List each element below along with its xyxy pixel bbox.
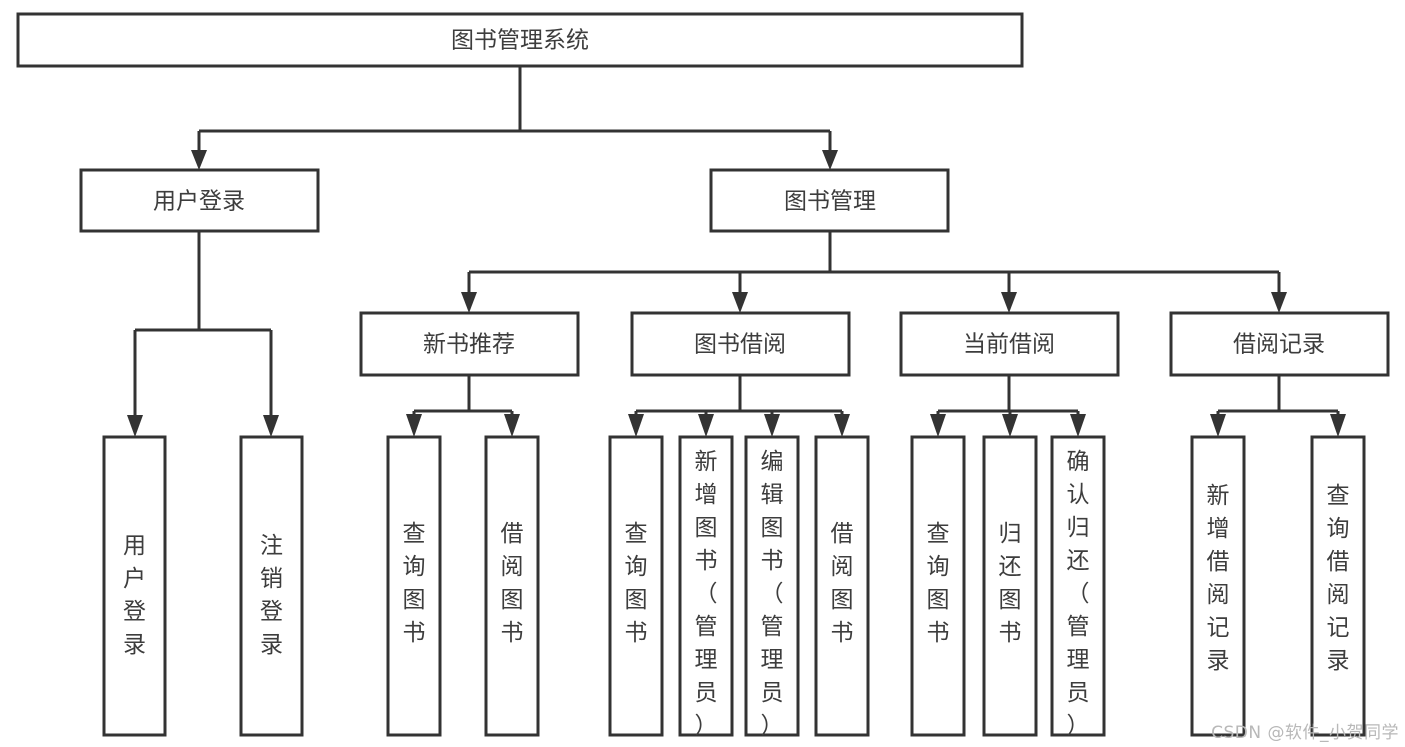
arrow-head-leaf-logout [263,415,279,437]
node-book-borrow-box[interactable] [630,311,851,377]
node-borrow-record[interactable]: 借阅记录 [1169,311,1390,377]
leaf-node-label: 新增借阅记录 [1207,483,1230,674]
node-book-management-label: 图书管理 [784,189,876,215]
leaf-node-box[interactable] [102,435,167,737]
arrow-head-bb-leaf-2 [698,414,714,437]
leaf-node-label: 注销登录 [260,533,283,658]
arrow-head-bb-leaf-4 [834,414,850,437]
connector-group [127,66,1346,437]
node-root-box[interactable] [16,12,1024,68]
leaf-node[interactable]: 查询图书 [910,435,966,737]
leaf-node[interactable]: 归还图书 [982,435,1038,737]
arrow-head-bb-leaf-1 [628,414,644,437]
node-book-borrow[interactable]: 图书借阅 [630,311,851,377]
leaf-node-box[interactable] [484,435,540,737]
node-current-borrow-label: 当前借阅 [963,332,1055,358]
leaf-node-label: 编辑图书（管理员） [761,449,784,739]
arrow-head-nbr-leaf-2 [504,414,520,437]
leaf-node[interactable]: 用户登录 [102,435,167,737]
leaf-node-box[interactable] [982,435,1038,737]
leaf-node[interactable]: 查询图书 [608,435,664,737]
leaf-node[interactable]: 借阅图书 [814,435,870,737]
leaf-node-label: 借阅图书 [831,521,854,646]
node-user-login-label: 用户登录 [153,189,245,215]
leaf-node-label: 新增图书（管理员） [695,449,718,739]
leaf-node-label: 归还图书 [999,521,1022,646]
leaf-node-box[interactable] [814,435,870,737]
arrow-head-br-leaf-2 [1330,414,1346,437]
arrow-head-cb-leaf-3 [1070,414,1086,437]
leaf-node-label: 查询图书 [927,521,950,646]
node-root-label: 图书管理系统 [451,28,589,54]
arrow-head-bb-leaf-3 [764,414,780,437]
node-book-management[interactable]: 图书管理 [709,168,950,233]
node-borrow-record-box[interactable] [1169,311,1390,377]
node-new-book-recommend-box[interactable] [359,311,580,377]
leaf-node[interactable]: 借阅图书 [484,435,540,737]
leaf-node[interactable]: 查询借阅记录 [1310,435,1366,737]
leaf-node-box[interactable] [1190,435,1246,737]
arrow-head-cb-leaf-1 [930,414,946,437]
leaf-node-box[interactable] [608,435,664,737]
node-current-borrow[interactable]: 当前借阅 [899,311,1120,377]
node-new-book-recommend-label: 新书推荐 [423,332,515,358]
leaf-node[interactable]: 新增借阅记录 [1190,435,1246,737]
leaf-node[interactable]: 新增图书（管理员） [678,435,734,739]
node-book-borrow-label: 图书借阅 [694,332,786,358]
leaf-node-box[interactable] [1050,435,1106,737]
node-user-login-box[interactable] [79,168,320,233]
leaf-node-label: 查询借阅记录 [1327,483,1350,674]
leaf-node-label: 用户登录 [123,533,146,658]
arrow-head-user-login [191,150,207,170]
leaf-node-box[interactable] [239,435,304,737]
leaf-node-label: 确认归还（管理员） [1067,449,1090,739]
leaf-node[interactable]: 编辑图书（管理员） [744,435,800,739]
leaf-node-box[interactable] [386,435,442,737]
arrow-head-leaf-user-login [127,415,143,437]
node-user-login[interactable]: 用户登录 [79,168,320,233]
leaf-node[interactable]: 查询图书 [386,435,442,737]
leaf-node-layer: 用户登录 注销登录 查询图书 借阅图书 查询图书 新增图书（管理员） 编辑图书（管理员） 借阅… [102,435,1366,739]
arrow-head-cb-leaf-2 [1002,414,1018,437]
leaf-node-label: 查询图书 [403,521,426,646]
leaf-node-box[interactable] [1310,435,1366,737]
node-root[interactable]: 图书管理系统 [16,12,1024,68]
leaf-node-box[interactable] [910,435,966,737]
leaf-node[interactable]: 确认归还（管理员） [1050,435,1106,739]
arrow-head-br-leaf-1 [1210,414,1226,437]
arrow-head-current-borrow [1001,292,1017,313]
node-current-borrow-box[interactable] [899,311,1120,377]
leaf-node-box[interactable] [678,435,734,737]
arrow-head-book-mgmt [822,150,838,170]
leaf-node-box[interactable] [744,435,800,737]
arrow-head-nbr-leaf-1 [406,414,422,437]
leaf-node-label: 查询图书 [625,521,648,646]
leaf-node-label: 借阅图书 [501,521,524,646]
arrow-head-book-borrow [732,292,748,313]
arrow-head-new-book-rec [461,292,477,313]
node-borrow-record-label: 借阅记录 [1233,332,1325,358]
leaf-node[interactable]: 注销登录 [239,435,304,737]
node-new-book-recommend[interactable]: 新书推荐 [359,311,580,377]
arrow-head-borrow-record [1271,292,1287,313]
node-book-management-box[interactable] [709,168,950,233]
